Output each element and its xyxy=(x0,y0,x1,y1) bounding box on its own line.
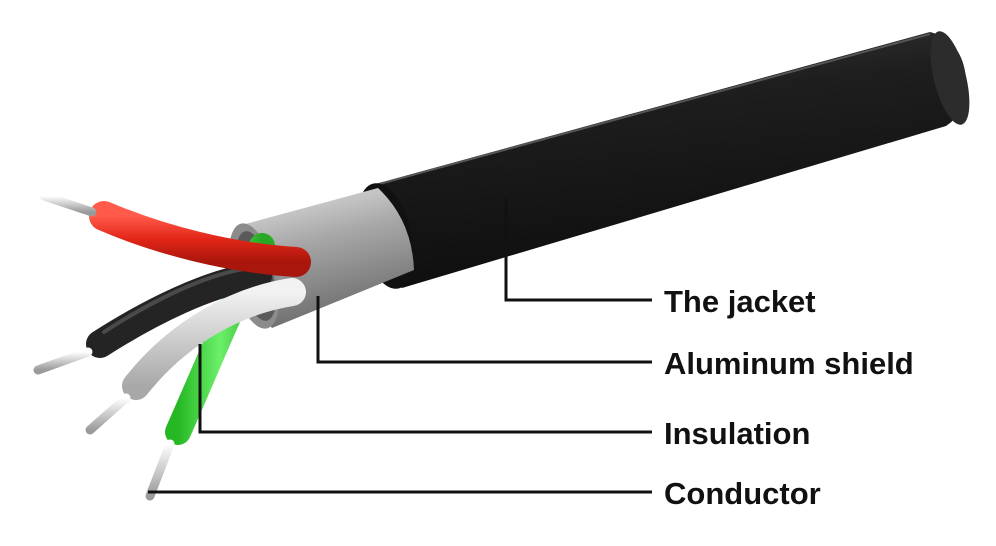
leader-line-jacket xyxy=(504,198,652,302)
leader-lines xyxy=(148,198,652,494)
white-wire xyxy=(85,278,306,435)
label-conductor: Conductor xyxy=(664,476,821,511)
leader-line-shield xyxy=(316,296,652,364)
label-aluminum-shield: Aluminum shield xyxy=(664,346,914,381)
label-the-jacket: The jacket xyxy=(664,284,816,319)
jacket-part xyxy=(357,31,970,289)
red-wire xyxy=(39,191,311,277)
label-insulation: Insulation xyxy=(664,416,811,451)
black-wire xyxy=(33,262,272,375)
leader-line-insulation xyxy=(198,344,652,434)
